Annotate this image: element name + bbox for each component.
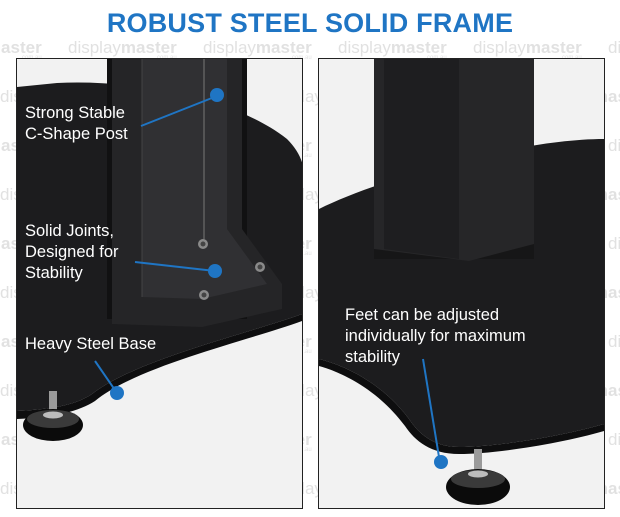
left-photo-panel: Strong Stable C-Shape Post Solid Joints,… [16, 58, 303, 509]
callout-post-line2: C-Shape Post [25, 125, 128, 143]
watermark-logo: displaymaster.com.au [608, 430, 620, 449]
callout-feet-line1: Feet can be adjusted [345, 306, 500, 324]
callout-dot-base [110, 386, 124, 400]
callout-dot-joints [208, 264, 222, 278]
callout-feet-line2: individually for maximum [345, 327, 526, 345]
callout-base: Heavy Steel Base [25, 334, 156, 355]
watermark-logo: displaymaster.com.au [608, 332, 620, 351]
callout-post: Strong Stable C-Shape Post [25, 103, 128, 145]
callout-feet: Feet can be adjusted individually for ma… [345, 305, 526, 368]
watermark-logo: displaymaster.com.au [608, 234, 620, 253]
callout-base-line1: Heavy Steel Base [25, 335, 157, 353]
right-photo-panel: Feet can be adjusted individually for ma… [318, 58, 605, 509]
callout-feet-line3: stability [345, 348, 401, 366]
callout-joints-line1: Solid Joints, [25, 222, 114, 240]
stand-foot-illustration [319, 59, 604, 505]
watermark-logo: displaymaster.com.au [608, 38, 620, 57]
page-title: ROBUST STEEL SOLID FRAME [106, 8, 514, 38]
callout-dot-feet [434, 455, 448, 469]
callout-dot-post [210, 88, 224, 102]
watermark-logo: displaymaster.com.au [608, 136, 620, 155]
callout-joints-line2: Designed for [25, 243, 119, 261]
stand-base-illustration [17, 59, 302, 441]
callout-post-line1: Strong Stable [25, 104, 125, 122]
callout-joints: Solid Joints, Designed for Stability [25, 221, 119, 284]
callout-joints-line3: Stability [25, 264, 83, 282]
